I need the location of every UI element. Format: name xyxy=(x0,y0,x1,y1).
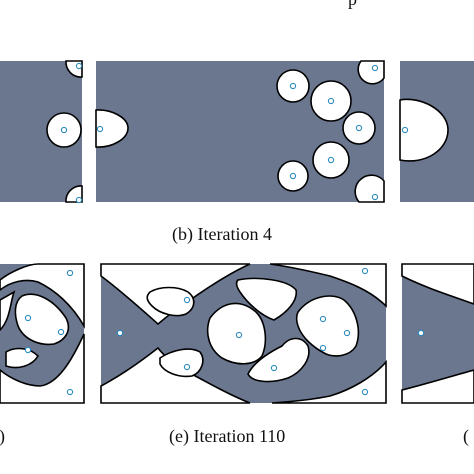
caption-fragment-right: ( xyxy=(463,426,469,446)
top-cut-text-fragment: p xyxy=(348,0,357,10)
void-bottom-right xyxy=(271,359,387,404)
void-left-half-hole xyxy=(95,109,129,148)
seed-marker xyxy=(235,331,243,339)
panel-c-fragment xyxy=(399,61,474,202)
seed-marker xyxy=(270,364,278,372)
seed-marker xyxy=(319,344,327,352)
seed-marker xyxy=(343,329,351,337)
seed-marker xyxy=(289,172,297,180)
seed-marker xyxy=(401,126,409,134)
seed-marker xyxy=(319,315,327,323)
seed-marker xyxy=(57,328,65,336)
seed-marker xyxy=(24,314,32,322)
seed-markers xyxy=(24,62,425,396)
seed-marker xyxy=(289,82,297,90)
void-hole xyxy=(235,277,298,321)
void-top-right xyxy=(269,263,387,308)
seed-marker xyxy=(361,267,369,275)
caption-iteration-4: (b) Iteration 4 xyxy=(172,224,272,244)
seed-marker xyxy=(66,388,74,396)
void-hole xyxy=(159,348,204,378)
void-bottom-wedge xyxy=(401,369,474,404)
panel-f-fragment xyxy=(401,263,474,404)
seed-marker xyxy=(66,269,74,277)
seed-marker xyxy=(417,329,425,337)
seed-marker xyxy=(371,193,379,201)
seed-marker xyxy=(116,329,124,337)
seed-marker xyxy=(75,62,83,70)
seed-marker xyxy=(327,156,335,164)
panel-a-fragment xyxy=(0,60,83,203)
material-region xyxy=(402,264,474,403)
seed-marker xyxy=(361,388,369,396)
caption-iteration-110: (e) Iteration 110 xyxy=(169,426,286,446)
seed-marker xyxy=(75,196,83,204)
panel-b xyxy=(95,60,385,203)
panel-d-fragment xyxy=(0,263,85,404)
void-hole xyxy=(0,290,16,332)
void-corner-top xyxy=(357,60,385,85)
void-top-wedge xyxy=(401,263,474,305)
void-left-hole xyxy=(399,98,449,162)
seed-marker xyxy=(183,363,191,371)
seed-marker xyxy=(355,124,363,132)
panel-e xyxy=(100,263,387,404)
void-hole xyxy=(5,347,40,369)
seed-marker xyxy=(96,125,104,133)
seed-marker xyxy=(60,126,68,134)
void-hole xyxy=(247,337,310,383)
seed-marker xyxy=(24,346,32,354)
void-hole xyxy=(146,286,195,317)
seed-marker xyxy=(183,296,191,304)
void-top-edge xyxy=(0,263,85,330)
material-region xyxy=(96,61,384,202)
void-bottom-edge xyxy=(0,333,85,404)
seed-marker xyxy=(371,64,379,72)
void-hole xyxy=(14,293,70,346)
void-hole xyxy=(295,295,360,357)
seed-marker xyxy=(327,97,335,105)
caption-fragment-left: ) xyxy=(0,426,5,447)
